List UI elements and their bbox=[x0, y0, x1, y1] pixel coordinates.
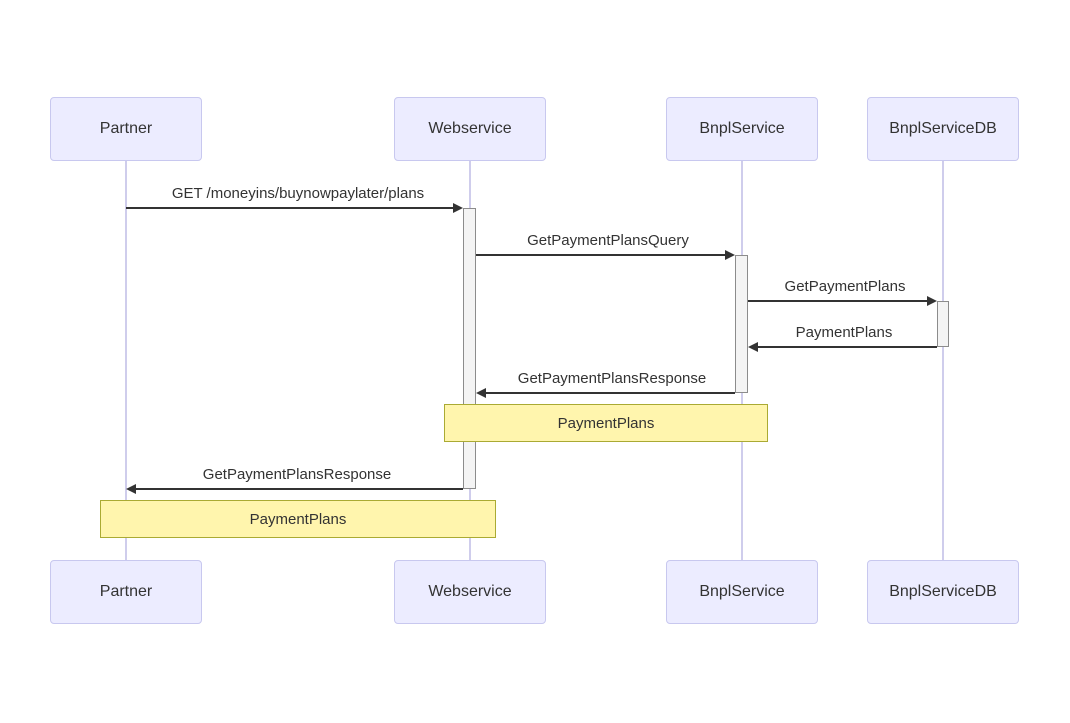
activation-webservice bbox=[463, 208, 476, 489]
note-label: PaymentPlans bbox=[557, 414, 655, 432]
note-paymentplans-partner-webservice: PaymentPlans bbox=[100, 500, 496, 538]
actor-top-partner: Partner bbox=[50, 97, 202, 161]
lifeline-partner bbox=[125, 161, 127, 560]
actor-bottom-partner: Partner bbox=[50, 560, 202, 624]
message-label: PaymentPlans bbox=[795, 324, 893, 341]
message-line bbox=[126, 207, 453, 209]
actor-label: BnplService bbox=[699, 583, 785, 600]
arrowhead-icon bbox=[126, 484, 136, 494]
actor-top-bnplservice: BnplService bbox=[666, 97, 818, 161]
actor-top-bnplservicedb: BnplServiceDB bbox=[867, 97, 1019, 161]
arrowhead-icon bbox=[725, 250, 735, 260]
message-line bbox=[476, 254, 725, 256]
actor-bottom-bnplservicedb: BnplServiceDB bbox=[867, 560, 1019, 624]
message-label: GetPaymentPlansQuery bbox=[527, 232, 689, 249]
message-line bbox=[748, 300, 927, 302]
actor-bottom-webservice: Webservice bbox=[394, 560, 546, 624]
activation-bnplservicedb bbox=[937, 301, 949, 347]
message-line bbox=[758, 346, 937, 348]
actor-label: Webservice bbox=[428, 120, 512, 137]
note-paymentplans-webservice-bnplservice: PaymentPlans bbox=[444, 404, 768, 442]
actor-label: BnplService bbox=[699, 120, 785, 137]
actor-label: Webservice bbox=[428, 583, 512, 600]
message-label: GetPaymentPlansResponse bbox=[517, 370, 707, 387]
actor-label: BnplServiceDB bbox=[889, 583, 997, 600]
activation-bnplservice bbox=[735, 255, 748, 393]
actor-label: Partner bbox=[99, 120, 153, 137]
arrowhead-icon bbox=[748, 342, 758, 352]
arrowhead-icon bbox=[453, 203, 463, 213]
arrowhead-icon bbox=[927, 296, 937, 306]
arrowhead-icon bbox=[476, 388, 486, 398]
message-label: GetPaymentPlansResponse bbox=[202, 466, 392, 483]
message-label: GetPaymentPlans bbox=[784, 278, 906, 295]
actor-label: BnplServiceDB bbox=[889, 120, 997, 137]
message-label: GET /moneyins/buynowpaylater/plans bbox=[171, 185, 425, 202]
note-label: PaymentPlans bbox=[249, 510, 347, 528]
actor-bottom-bnplservice: BnplService bbox=[666, 560, 818, 624]
message-line bbox=[136, 488, 463, 490]
lifeline-bnplservicedb bbox=[942, 161, 944, 560]
actor-top-webservice: Webservice bbox=[394, 97, 546, 161]
message-line bbox=[486, 392, 735, 394]
actor-label: Partner bbox=[99, 583, 153, 600]
